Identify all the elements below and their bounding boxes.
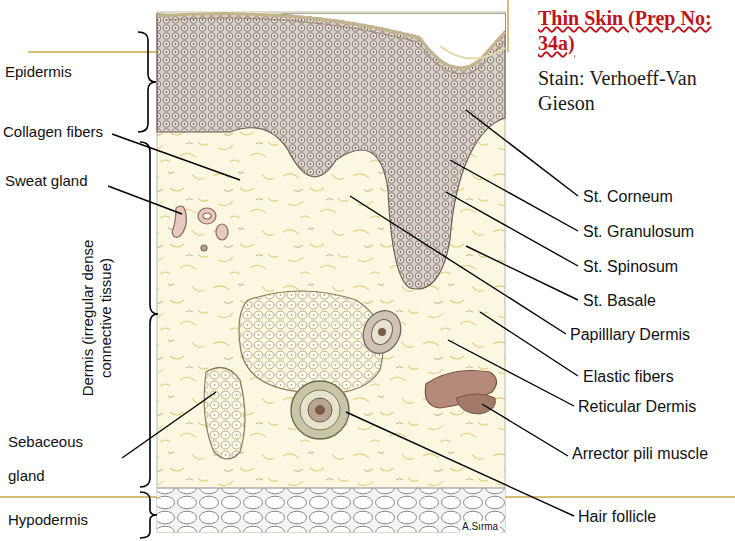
- layer-label: St. Corneum: [583, 187, 673, 206]
- part-label: Elastic fibers: [583, 367, 674, 386]
- part-label: Epidermis: [5, 63, 72, 81]
- region-label: Hypodermis: [8, 511, 88, 529]
- part-label: Arrector pili muscle: [572, 444, 712, 463]
- layer-label: St. Basale: [583, 291, 656, 310]
- layer-label: Papilllary Dermis: [570, 325, 690, 344]
- stain-note: Stain: Verhoeff-Van Gieson: [538, 66, 718, 116]
- region-label: Dermis (irregular dense connective tissu…: [79, 213, 115, 423]
- layer-label: St. Spinosum: [583, 257, 678, 276]
- layer-label: St. Granulosum: [583, 222, 694, 241]
- title: Thin Skin (Prep No: 34a): [538, 6, 730, 56]
- layer-label: Reticular Dermis: [578, 397, 696, 416]
- part-label: Hair follicle: [578, 507, 656, 526]
- signature: A.Sırma: [460, 521, 500, 533]
- part-label: Sweat gland: [5, 172, 88, 190]
- part-label: Collagen fibers: [3, 123, 103, 141]
- part-label: Sebaceous gland: [8, 425, 118, 493]
